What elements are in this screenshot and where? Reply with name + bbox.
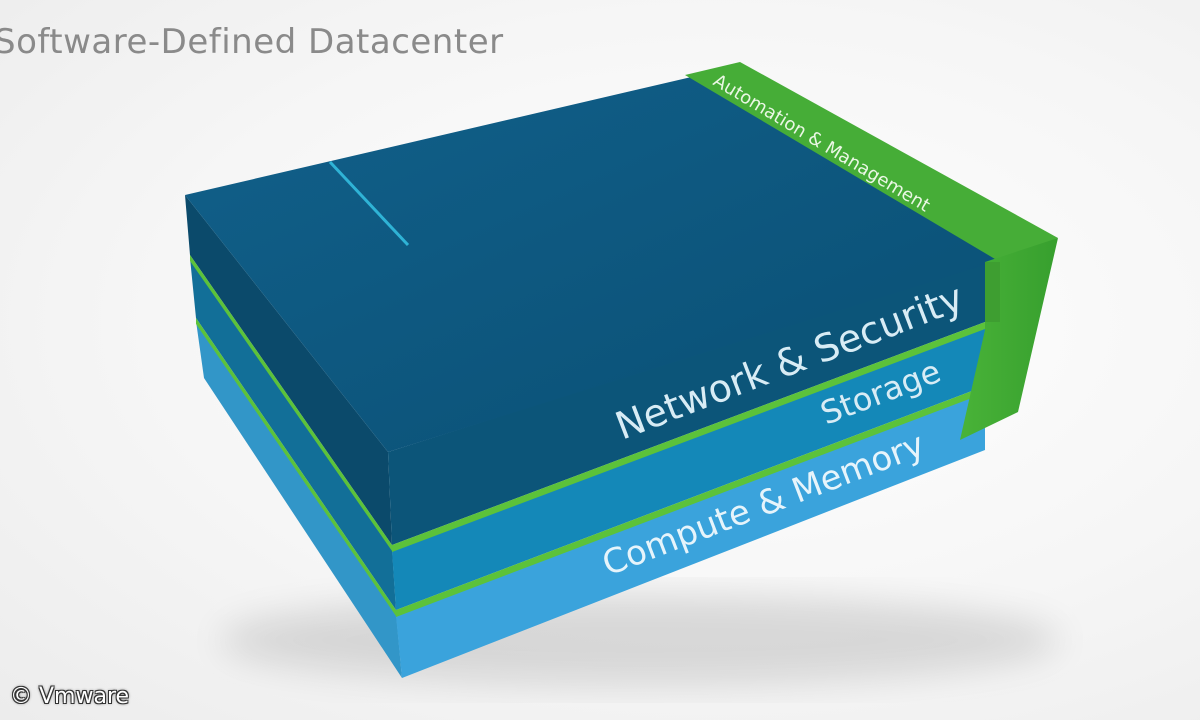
left-face-network [185, 195, 392, 545]
layer-storage-face [392, 328, 985, 610]
top-face [185, 75, 1000, 452]
separator-left-2 [196, 318, 396, 616]
automation-front-edge [985, 262, 1000, 322]
layer-compute-face [396, 392, 985, 678]
separator-front-1 [392, 322, 985, 552]
automation-top-strip [685, 62, 1058, 262]
left-face-storage [190, 258, 396, 610]
layer-network-face [388, 262, 985, 545]
left-face-compute [196, 321, 402, 678]
separator-left-1 [190, 255, 392, 551]
separator-front-2 [396, 386, 985, 617]
page-title: Software-Defined Datacenter [0, 22, 504, 62]
ground-shadow [220, 595, 1060, 685]
top-face-highlight [328, 160, 410, 247]
automation-side-face [960, 238, 1058, 440]
copyright-notice: © Vmware [10, 684, 130, 709]
